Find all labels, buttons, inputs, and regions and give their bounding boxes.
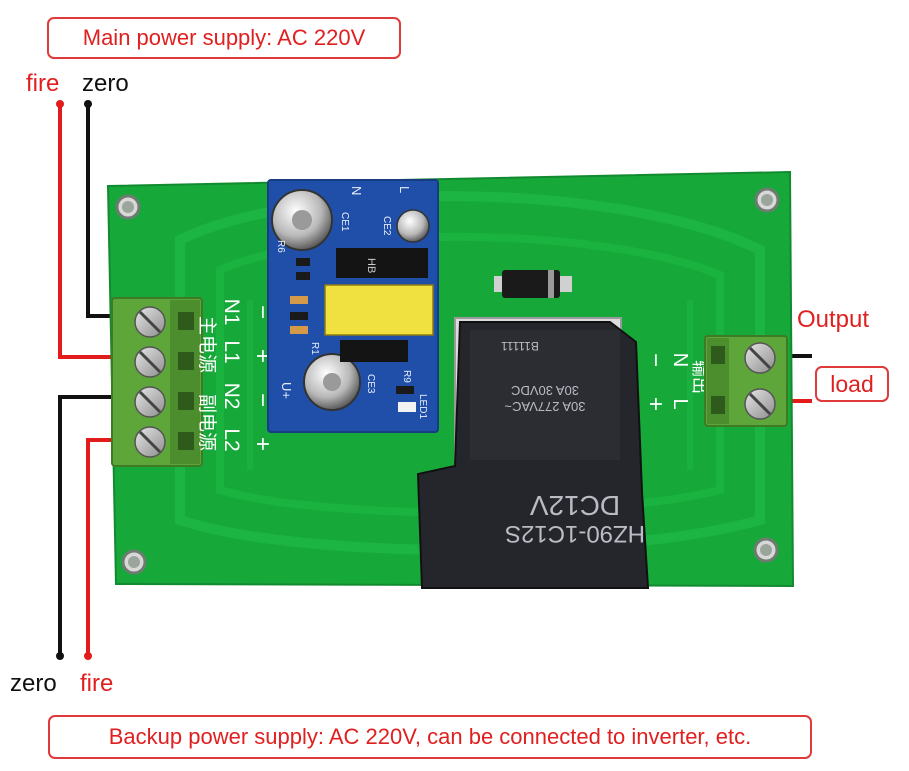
- terminal-screws: [134, 306, 166, 458]
- relay-coil: DC12V: [530, 490, 621, 521]
- bottom-fire-label: fire: [80, 670, 114, 697]
- bottom-fire-wire-end: [84, 652, 92, 660]
- label-l1: L1: [220, 340, 243, 363]
- out-label-l: L: [669, 398, 691, 409]
- top-zero-label: zero: [82, 70, 129, 97]
- wires: [56, 100, 812, 660]
- psu-label-ce3: CE3: [365, 374, 376, 394]
- relay-model: HZ90-1C12S: [505, 520, 645, 547]
- bottom-zero-wire-end: [56, 652, 64, 660]
- bottom-zero-wire: [58, 395, 118, 656]
- out-label-plus: +: [642, 397, 669, 411]
- output-terminal-block: [704, 335, 788, 427]
- out-label-n: N: [669, 353, 691, 367]
- top-fire-label: fire: [26, 70, 60, 97]
- bridge-chip: [336, 248, 428, 278]
- backup-power-supply-callout: Backup power supply: AC 220V, can be con…: [48, 715, 812, 759]
- top-zero-wire: [86, 104, 118, 318]
- label-plus-2: +: [249, 437, 276, 451]
- diode: [494, 270, 572, 298]
- out-label-minus: −: [642, 353, 669, 367]
- label-n2: N2: [220, 383, 243, 410]
- load-callout: load: [815, 366, 889, 402]
- label-n1: N1: [220, 299, 243, 326]
- bottom-fire-wire: [86, 438, 118, 656]
- psu-label-ce1: CE1: [339, 212, 350, 232]
- psu-label-led: LED1: [417, 394, 428, 419]
- psu-label-uplus: U+: [279, 382, 294, 399]
- psu-label-ce2: CE2: [381, 216, 392, 236]
- output-label: Output: [797, 306, 870, 333]
- top-fire-wire: [58, 104, 118, 359]
- psu-label-r1: R1: [309, 342, 320, 355]
- relay-rating-1: 30A 30VDC: [511, 383, 579, 398]
- psu-label-r6: R6: [275, 240, 286, 253]
- top-zero-wire-end: [84, 100, 92, 108]
- backup-power-supply-text: Backup power supply: AC 220V, can be con…: [108, 724, 752, 749]
- psu-module: CE1 CE2 CE3 LED1 R9 R6 R1 U+ N L HB: [267, 179, 439, 433]
- load-text: load: [830, 370, 874, 397]
- relay-code: B11111: [501, 339, 539, 353]
- bottom-zero-label: zero: [10, 670, 57, 697]
- psu-label-transformer: HB: [365, 258, 377, 273]
- psu-label-r9: R9: [401, 370, 412, 383]
- transformer: [324, 284, 434, 336]
- relay-rating-2: 30A 277VAC~: [504, 399, 585, 414]
- psu-label-n: N: [349, 186, 364, 195]
- input-terminal-block: [111, 297, 203, 467]
- label-main-source: 主电源: [196, 316, 218, 373]
- relay: B11111 30A 30VDC 30A 277VAC~ DC12V HZ90-…: [416, 317, 650, 589]
- main-power-supply-callout: Main power supply: AC 220V: [47, 17, 401, 59]
- psu-label-l: L: [397, 186, 412, 193]
- ic-chip: [340, 340, 408, 362]
- top-fire-wire-end: [56, 100, 64, 108]
- capacitor-ce2: [396, 209, 430, 243]
- main-power-supply-text: Main power supply: AC 220V: [82, 25, 366, 50]
- label-backup-source: 副电源: [196, 394, 218, 451]
- terminal-slots: [178, 312, 194, 450]
- mounting-holes: [115, 187, 780, 575]
- led: [398, 402, 416, 412]
- label-l2: L2: [220, 428, 243, 451]
